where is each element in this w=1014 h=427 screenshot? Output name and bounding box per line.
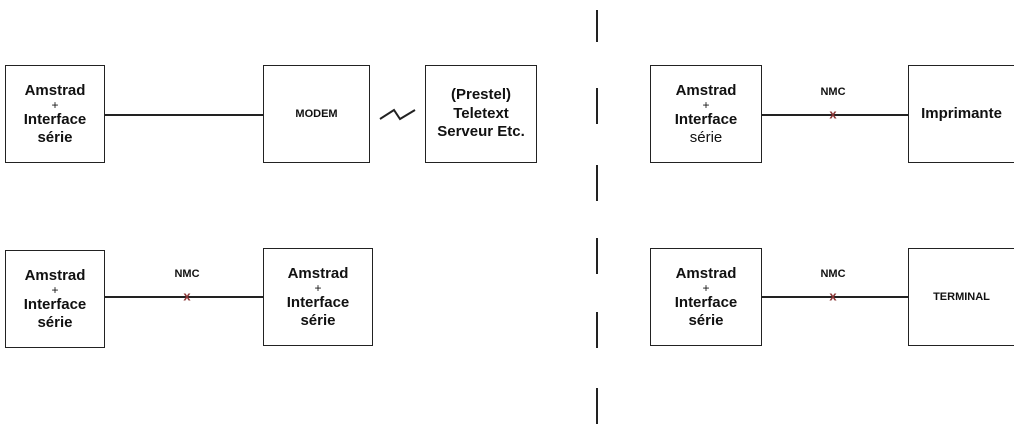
divider-segment xyxy=(596,388,598,424)
plus-sign: + xyxy=(51,98,59,113)
serie-label: série xyxy=(37,313,73,331)
amstrad-label: Amstrad xyxy=(24,267,86,285)
serie-label: série xyxy=(300,311,336,329)
interface-label: Interface xyxy=(23,296,87,314)
divider-segment xyxy=(596,238,598,274)
nmc-label: NMC xyxy=(174,268,200,280)
nmc-label: NMC xyxy=(820,268,846,280)
amstrad-label: Amstrad xyxy=(24,82,86,100)
serie-label: série xyxy=(689,128,723,146)
interface-label: Interface xyxy=(23,111,87,129)
amstrad-box-bottom-left: Amstrad + Interface série xyxy=(5,250,105,348)
interface-label: Interface xyxy=(286,294,350,312)
serie-label: série xyxy=(37,128,73,146)
cross-mark-icon: x xyxy=(829,106,837,122)
printer-box: Imprimante xyxy=(908,65,1014,163)
prestel-label: (Prestel) xyxy=(450,85,512,103)
divider-segment xyxy=(596,312,598,348)
amstrad-label: Amstrad xyxy=(675,265,737,283)
divider-segment xyxy=(596,165,598,201)
serveur-label: Serveur Etc. xyxy=(437,123,525,141)
amstrad-label: Amstrad xyxy=(675,82,737,100)
connection-line xyxy=(762,296,908,298)
modem-label: MODEM xyxy=(295,107,338,120)
printer-label: Imprimante xyxy=(921,105,1002,123)
cross-mark-icon: x xyxy=(829,288,837,304)
amstrad-box-top-left: Amstrad + Interface série xyxy=(5,65,105,163)
serie-label: série xyxy=(688,311,724,329)
connection-line xyxy=(105,296,263,298)
divider-segment xyxy=(596,10,598,42)
connection-line xyxy=(105,114,263,116)
interface-label: Interface xyxy=(674,111,738,129)
divider-segment xyxy=(596,88,598,124)
telephone-link-icon xyxy=(379,108,416,121)
prestel-server-box: (Prestel) Teletext Serveur Etc. xyxy=(425,65,537,163)
plus-sign: + xyxy=(702,98,710,113)
connection-line xyxy=(762,114,908,116)
plus-sign: + xyxy=(314,281,322,296)
plus-sign: + xyxy=(51,283,59,298)
plus-sign: + xyxy=(702,281,710,296)
terminal-box: TERMINAL xyxy=(908,248,1014,346)
cross-mark-icon: x xyxy=(183,288,191,304)
amstrad-box-top-right: Amstrad + Interface série xyxy=(650,65,762,163)
amstrad-box-bottom-middle: Amstrad + Interface série xyxy=(263,248,373,346)
amstrad-box-bottom-right: Amstrad + Interface série xyxy=(650,248,762,346)
terminal-label: TERMINAL xyxy=(933,290,990,303)
amstrad-label: Amstrad xyxy=(287,265,349,283)
modem-box: MODEM xyxy=(263,65,370,163)
interface-label: Interface xyxy=(674,294,738,312)
teletext-label: Teletext xyxy=(453,104,509,122)
nmc-label: NMC xyxy=(820,86,846,98)
